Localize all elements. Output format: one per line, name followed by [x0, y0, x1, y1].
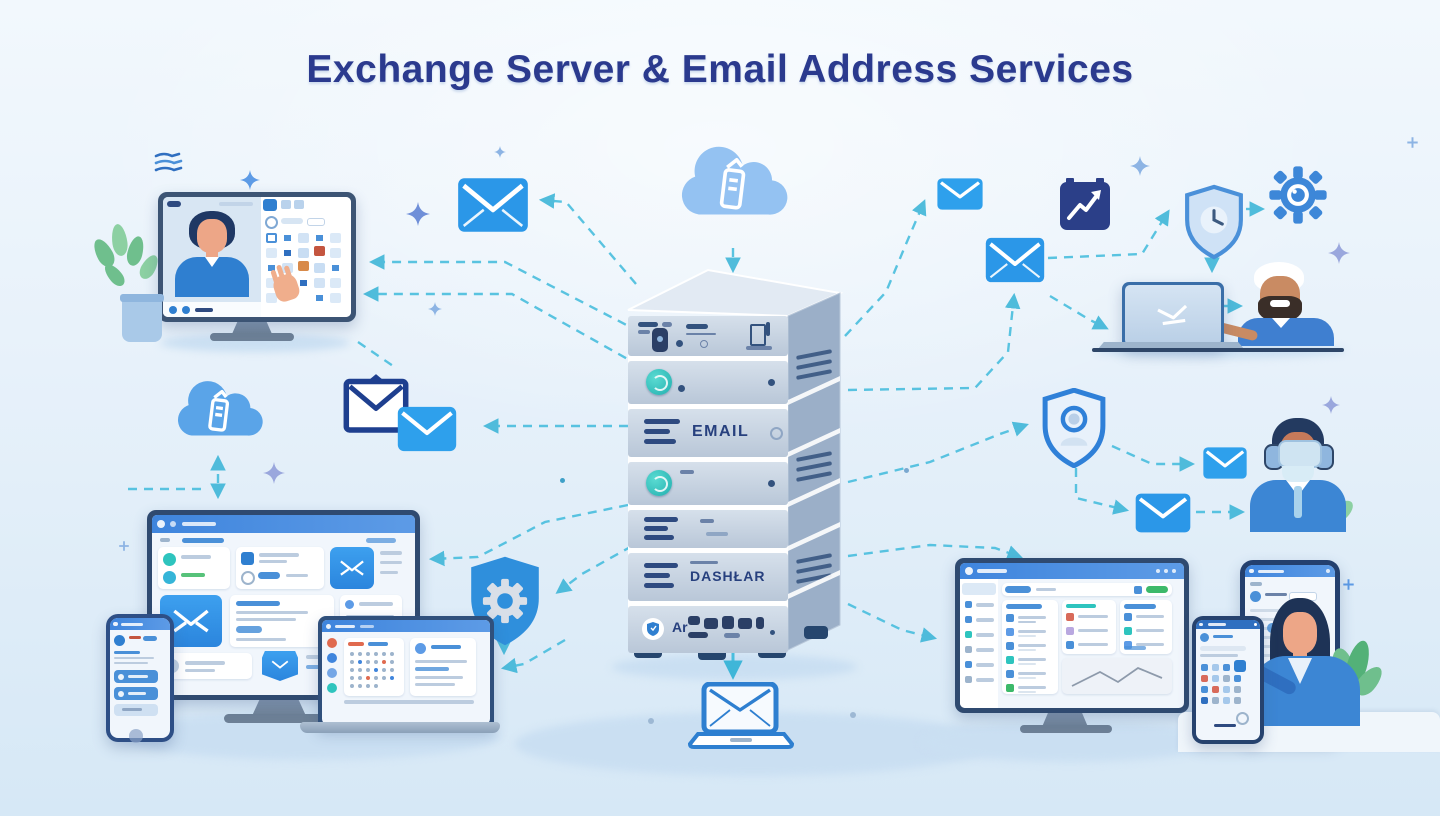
desk-line [1092, 348, 1344, 352]
outline-envelope-icon [343, 372, 409, 434]
sparkle-icon [494, 146, 506, 158]
sparkle-icon [1407, 137, 1418, 148]
page-title: Exchange Server & Email Address Services [306, 48, 1134, 91]
app-grid-panel [261, 197, 351, 317]
smartphone-app-grid [1192, 616, 1264, 744]
dot-accent [850, 712, 856, 718]
envelope-icon-top-left [456, 176, 530, 234]
shield-user-icon [1042, 388, 1106, 468]
sparkle-icon [428, 302, 442, 316]
server-unit-controls [628, 316, 788, 356]
sync-waves-icon [154, 152, 183, 172]
admin-dashboard-monitor [955, 558, 1189, 713]
mail-shield-tile [262, 651, 298, 681]
envelope-icon-right-small [936, 177, 984, 211]
cloud-server-icon-left [177, 381, 263, 436]
server-unit-email: EMAIL [628, 409, 788, 457]
server-unit-badge: Ar [628, 606, 788, 653]
video-pane [163, 197, 261, 317]
video-call-monitor [158, 192, 356, 322]
caller-neck [206, 249, 218, 259]
sparkle-icon [1343, 579, 1354, 590]
server-tower-3d [627, 268, 844, 660]
dot-accent [904, 468, 909, 473]
sparkle-icon [406, 202, 430, 226]
ground-shadow-top-left [160, 334, 350, 352]
envelope-icon-mid-left [396, 405, 458, 453]
laptop-email-logo [1122, 282, 1224, 348]
server-bottom-label: Ar [672, 619, 688, 635]
sparkle-icon [119, 541, 129, 551]
tab-icon [263, 199, 277, 211]
laptop-envelope-icon [687, 682, 795, 749]
app-icon-red [314, 246, 325, 256]
server-email-label: EMAIL [692, 423, 750, 440]
analytics-icon [1060, 178, 1110, 230]
dot-accent [648, 718, 654, 724]
man-collar [1272, 318, 1290, 328]
mail-tile [330, 547, 374, 589]
agent-visor [1278, 440, 1322, 468]
smartphone-mail-app [106, 614, 174, 743]
envelope-icon-right-large [984, 236, 1046, 284]
sparkle-icon [263, 462, 285, 484]
sparkle-icon [1130, 156, 1150, 176]
sparkle-icon [240, 170, 260, 190]
caller-face [197, 219, 227, 253]
caller-collar [205, 257, 219, 267]
admin-screen [960, 563, 1184, 708]
server-unit-5 [628, 510, 788, 548]
gear-icon [1269, 166, 1327, 224]
admin-sidebar [960, 579, 998, 708]
pointing-hand [268, 264, 302, 304]
call-controls [163, 302, 261, 317]
envelope-icon-mid-right-2 [1134, 492, 1192, 534]
server-dashlar-label: DASHŁAR [690, 568, 766, 584]
cloud-server-icon-top [681, 146, 788, 215]
app-icon-orange [298, 261, 309, 271]
dot-accent [560, 478, 565, 483]
app-icon-grid [266, 233, 277, 243]
phone-app-grid [1201, 664, 1208, 671]
sparkle-icon [1328, 242, 1350, 264]
video-call-screen [163, 197, 351, 317]
server-tower-front: EMAIL DASHŁAR Ar [628, 316, 788, 653]
server-unit-dashlar: DASHŁAR [628, 553, 788, 601]
mini-line-chart [1062, 658, 1172, 694]
man-smile [1270, 300, 1290, 307]
agent-mask [1282, 466, 1314, 482]
server-unit-4 [628, 462, 788, 505]
envelope-icon-mid-right-1 [1202, 446, 1248, 480]
sparkle-icon [1322, 396, 1340, 414]
server-unit-2 [628, 361, 788, 404]
agent-tie [1294, 486, 1302, 518]
shield-clock-icon [1185, 184, 1243, 260]
woman-face [1283, 612, 1317, 654]
